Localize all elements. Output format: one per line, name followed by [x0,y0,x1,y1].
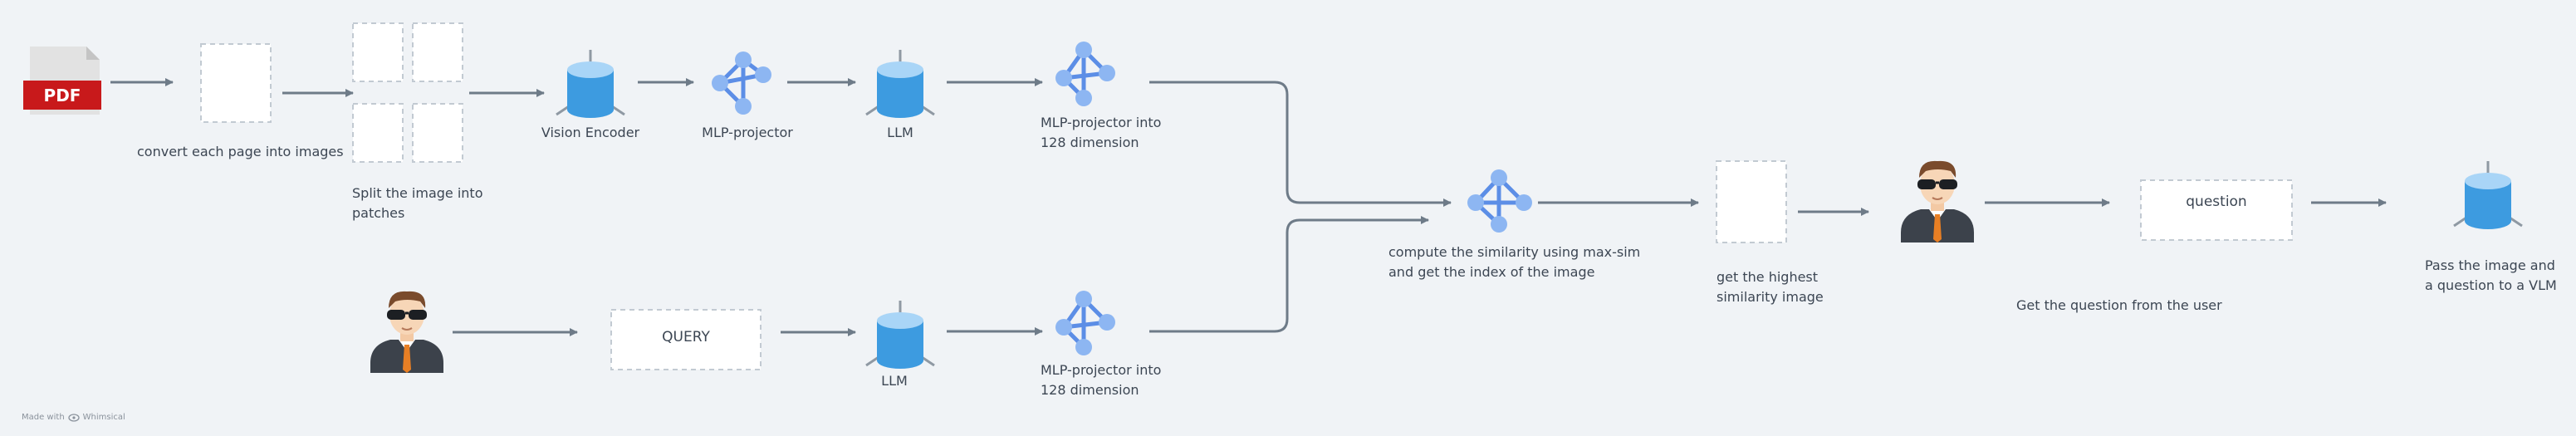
whimsical-brand-label: Whimsical [82,413,125,422]
llm-top-label: LLM [887,125,913,140]
pdf-icon: PDF [23,47,101,115]
query-box-label: QUERY [662,329,710,345]
vision-encoder-database-icon [556,50,625,118]
highest-similarity-image-icon [1716,160,1787,243]
mlp-projector-label: MLP-projector [702,125,793,140]
pass-to-vlm-label: Pass the image and a question to a VLM [2425,257,2557,293]
llm-top-database-icon [865,50,935,118]
whimsical-logo-icon [68,413,80,422]
user-avatar-icon [1901,160,1974,242]
mlp-projector-network-icon [712,51,771,115]
question-box [2140,179,2293,241]
patch-grid-icon [352,22,463,163]
convert-label: convert each page into images [137,144,344,159]
pdf-icon-label: PDF [44,86,81,105]
arrow-top-branch-to-similarity [1149,81,1452,207]
question-from-user-label: Get the question from the user [2016,297,2222,313]
split-label: Split the image into patches [352,185,483,221]
mlp128-bottom-label: MLP-projector into 128 dimension [1041,362,1162,398]
mlp128-top-network-icon [1055,42,1115,106]
llm-bottom-database-icon [865,301,935,369]
question-box-label: question [2186,194,2247,210]
llm-bottom-label: LLM [881,373,908,389]
flow-arrows [110,78,2387,336]
query-box [610,309,762,370]
mlp128-bottom-network-icon [1055,291,1115,355]
similarity-network-icon [1467,169,1532,233]
mlp128-top-label: MLP-projector into 128 dimension [1041,115,1162,150]
similarity-label: compute the similarity using max-sim and… [1388,244,1641,280]
arrow-bottom-branch-to-similarity [1149,216,1429,333]
vision-encoder-label: Vision Encoder [541,125,640,140]
user-avatar-icon [370,291,443,373]
footer: Made with Whimsical [22,413,125,422]
vlm-database-icon [2453,161,2523,229]
made-with-label: Made with [22,413,65,422]
highest-similarity-label: get the highest similarity image [1717,269,1824,305]
page-image-icon [200,43,272,123]
